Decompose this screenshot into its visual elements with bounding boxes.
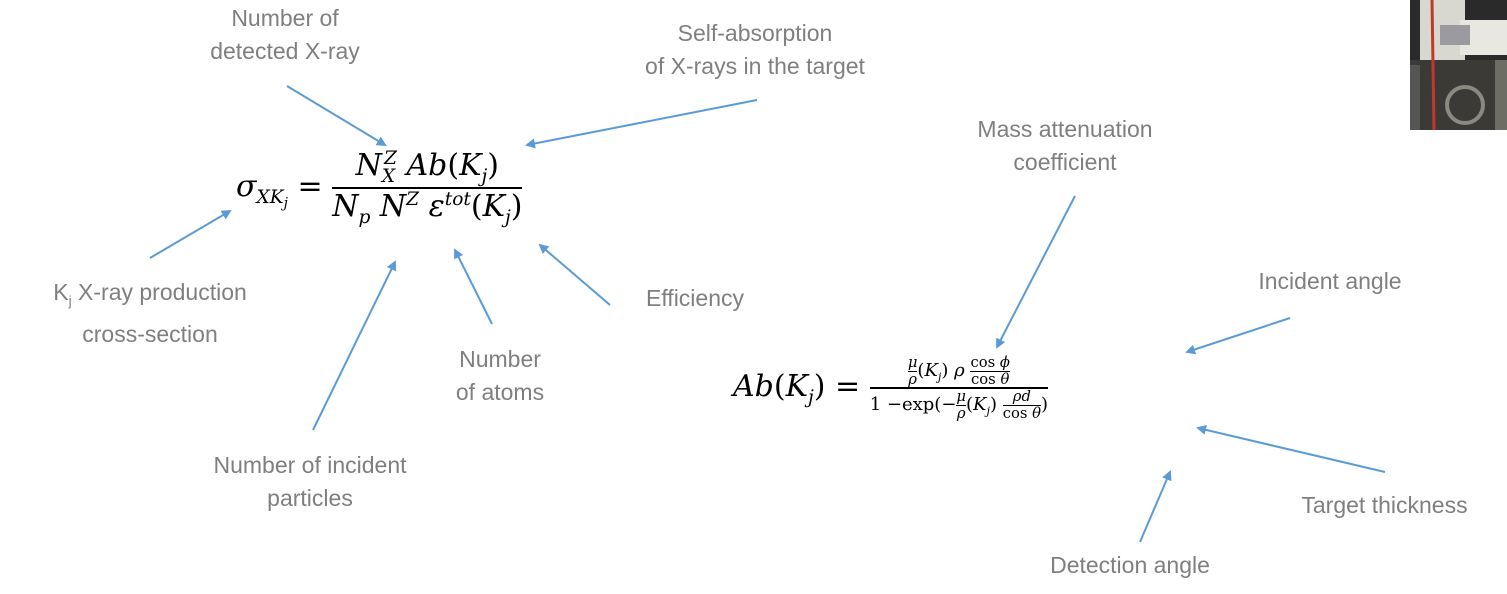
label-text: Detection angle [1050,552,1210,578]
ab-symbol: Ab [733,369,774,404]
label-text: Number [459,346,541,372]
cross-section-fraction: NXZ Ab(Kj) Np NZ εtot(Kj) [332,148,523,228]
label-text: Self-absorption [677,20,833,46]
fraction-bar [332,187,523,189]
lab-photo [1410,0,1507,130]
arrow-detected-xray [286,85,387,147]
label-target-thickness: Target thickness [1262,489,1507,522]
label-text: Number of incident [213,452,407,478]
arrow-target-thickness [1196,424,1386,473]
label-self-absorption: Self-absorption of X-rays in the target [610,17,900,83]
cross-section-equation: σXKj = NXZ Ab(Kj) Np NZ εtot(Kj) [236,148,523,228]
label-text: detected X-ray [210,38,360,64]
label-text: coefficient [1013,149,1117,175]
arrow-cross-section [149,209,232,259]
label-text: K [53,279,69,305]
arrow-mass-attenuation [996,195,1076,349]
equals-sign: = [835,369,870,404]
label-text: of X-rays in the target [645,53,865,79]
arrow-number-atoms [454,248,493,325]
fraction-bar [869,387,1049,389]
numerator: NXZ Ab(Kj) [355,148,499,187]
label-text: Efficiency [645,285,744,311]
arrow-incident-angle [1185,317,1291,355]
label-efficiency: Efficiency [610,282,780,315]
arrow-efficiency [538,243,611,306]
equals-sign: = [297,169,333,204]
label-kj-cross-section: Kj X-ray production cross-section [0,276,300,351]
label-text: Incident angle [1258,268,1402,294]
label-mass-attenuation: Mass attenuation coefficient [935,113,1195,179]
label-text: cross-section [82,320,218,347]
label-line: Kj X-ray production [0,276,300,318]
label-text: of atoms [455,379,545,405]
sigma-symbol: σXKj [236,169,288,212]
label-incident-angle: Incident angle [1210,265,1450,298]
arrow-incident-particles [312,260,396,431]
arrow-detection-angle [1139,470,1172,543]
label-number-detected-xray: Number of detected X-ray [165,2,405,68]
label-text: Mass attenuation [977,116,1153,142]
label-number-of-atoms: Number of atoms [400,343,600,409]
label-text: particles [267,485,353,511]
label-text: Target thickness [1301,492,1468,518]
lab-photo-drawing [1410,0,1507,130]
label-text: j [68,293,72,309]
label-text: X-ray production [71,279,247,305]
label-incident-particles: Number of incident particles [150,449,470,515]
label-detection-angle: Detection angle [1000,549,1260,582]
label-text: Number of [231,5,339,31]
arrow-self-absorption [525,99,758,149]
denominator: Np NZ εtot(Kj) [332,189,523,228]
